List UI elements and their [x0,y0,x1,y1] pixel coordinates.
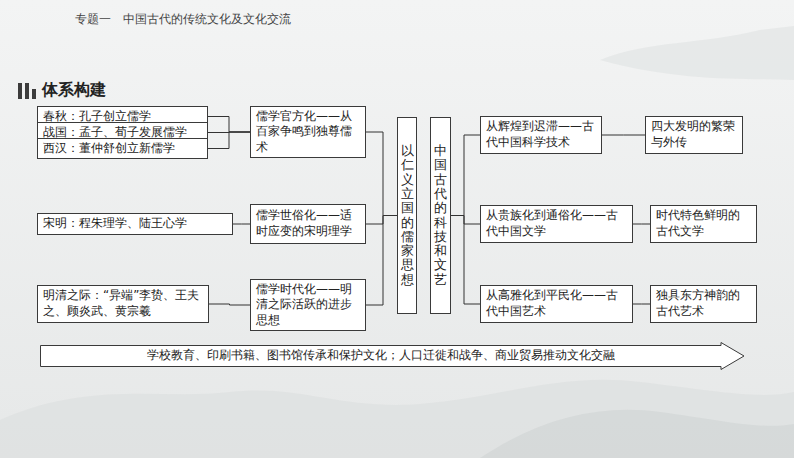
text-box: 西汉：董仲舒创立新儒学 [37,138,208,160]
text-box: 从贵族化到通俗化——古代中国文学 [480,205,633,243]
node-text: 从辉煌到迟滞——古代中国科学技术 [486,119,596,150]
mountain-watermark [0,380,794,458]
node-text: 中国古代的科技和文艺 [434,144,447,287]
heading-icon [18,83,22,99]
bracket-connector [366,216,397,306]
text-box: 儒学时代化——明清之际活跃的进步思想 [250,279,366,332]
bracket-connector [208,132,250,149]
bracket-connector [209,304,250,305]
bracket-connector [451,216,480,305]
node-text: 儒学官方化——从百家争鸣到独尊儒术 [256,109,360,156]
node-text: 明清之际：“异端”李贽、王夫之、顾炎武、黄宗羲 [43,288,203,319]
node-text: 从贵族化到通俗化——古代中国文学 [486,208,627,239]
arrow-band: 学校教育、印刷书籍、图书馆传承和保护文化；人口迁徙和战争、商业贸易推动文化交融 [40,342,745,370]
page-title: 专题一 中国古代的传统文化及文化交流 [75,11,291,28]
bracket-connector [451,135,480,216]
node-text: 儒学世俗化——适时应变的宋明理学 [256,208,360,239]
node-text: 四大发明的繁荣与外传 [651,119,737,150]
bracket-connector [233,224,250,225]
node-text: 学校教育、印刷书籍、图书馆传承和保护文化；人口迁徙和战争、商业贸易推动文化交融 [147,348,615,364]
bracket-connector [633,224,650,225]
arrow-outline [41,343,745,370]
node-text: 以仁义立国的儒家思想 [401,144,414,287]
vertical-box: 以仁义立国的儒家思想 [397,117,417,314]
node-text: 宋明：程朱理学、陆王心学 [43,216,187,232]
text-box: 儒学官方化——从百家争鸣到独尊儒术 [250,106,366,159]
heading-icon [32,89,36,99]
bracket-connector [366,132,397,216]
text-box: 独具东方神韵的古代艺术 [650,285,757,323]
text-box: 明清之际：“异端”李贽、王夫之、顾炎武、黄宗羲 [37,285,209,323]
node-text: 时代特色鲜明的古代文学 [656,208,751,239]
heading-icon [25,83,29,99]
text-box: 儒学世俗化——适时应变的宋明理学 [250,204,366,244]
bracket-connector [208,117,250,133]
text-box: 宋明：程朱理学、陆王心学 [37,213,233,235]
bracket-connector [451,216,480,225]
text-box: 时代特色鲜明的古代文学 [650,205,757,243]
text-box: 从辉煌到迟滞——古代中国科学技术 [480,116,602,154]
vertical-box: 中国古代的科技和文艺 [430,117,451,314]
node-text: 从高雅化到平民化——古代中国艺术 [486,288,627,319]
bracket-connector [366,216,397,225]
bracket-connector [633,304,650,305]
section-heading: 体系构建 [42,80,106,101]
node-text: 儒学时代化——明清之际活跃的进步思想 [256,282,360,329]
mountain-watermark [600,26,794,80]
text-box: 从高雅化到平民化——古代中国艺术 [480,285,633,323]
node-text: 独具东方神韵的古代艺术 [656,288,751,319]
node-text: 西汉：董仲舒创立新儒学 [43,141,175,157]
mountain-watermark [480,410,794,458]
bracket-connector [602,135,645,136]
text-box: 四大发明的繁荣与外传 [645,116,743,154]
